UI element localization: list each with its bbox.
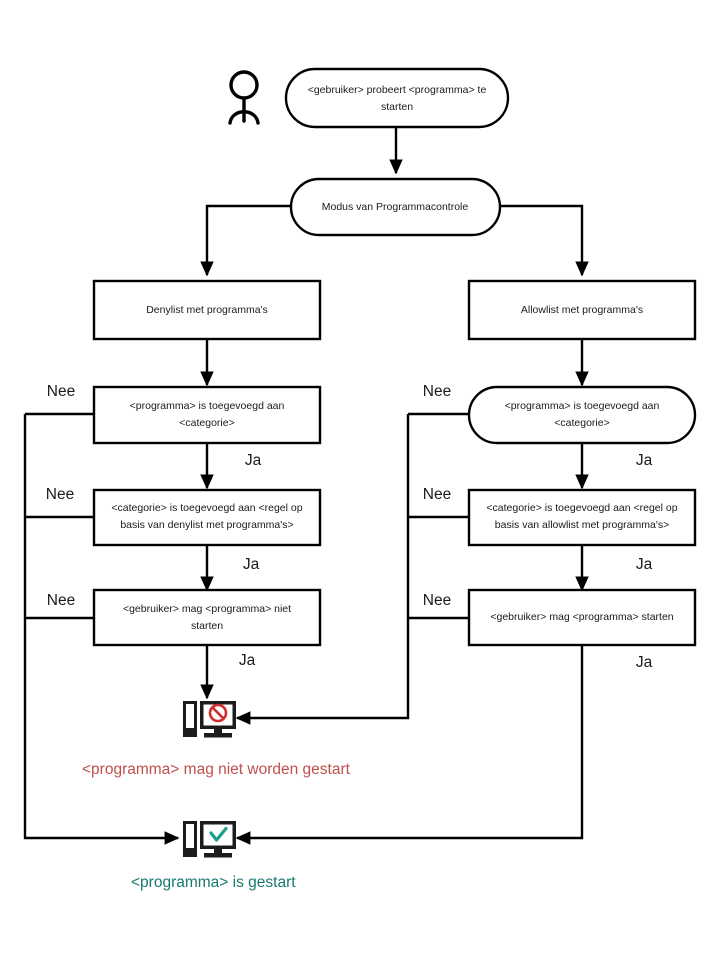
- edge-label-deny-no-2: Nee: [46, 486, 74, 503]
- node-allowlist-mode[interactable]: Allowlist met programma's: [467, 279, 697, 341]
- edge-label-deny-yes-1: Ja: [245, 452, 262, 469]
- node-deny-category-in-rule-line-2: basis van denylist met programma's>: [120, 519, 293, 531]
- edge-label-allow-no-3: Nee: [423, 592, 451, 609]
- edge-label-allow-no-2: Nee: [423, 486, 451, 503]
- node-deny-category-in-rule-line-1: <categorie> is toegevoegd aan <regel op: [111, 502, 302, 514]
- edge-label-deny-no-1: Nee: [47, 383, 75, 400]
- node-allow-category-in-rule[interactable]: <categorie> is toegevoegd aan <regel op …: [467, 488, 697, 547]
- node-allow-user-permission[interactable]: <gebruiker> mag <programma> starten: [467, 588, 697, 647]
- node-deny-program-in-category-line-1: <programma> is toegevoegd aan: [130, 400, 285, 412]
- edge-label-allow-no-1: Nee: [423, 383, 451, 400]
- node-allow-category-in-rule-line-2: basis van allowlist met programma's>: [495, 519, 669, 531]
- node-deny-user-permission-line-2: starten: [191, 620, 223, 632]
- caption-program-started: <programma> is gestart: [131, 874, 296, 891]
- node-deny-category-in-rule[interactable]: <categorie> is toegevoegd aan <regel op …: [92, 488, 322, 547]
- node-start-line-1: <gebruiker> probeert <programma> te: [308, 84, 487, 96]
- edge-mode-to-allowlist: [500, 204, 589, 277]
- node-allow-program-in-category-line-1: <programma> is toegevoegd aan: [505, 400, 660, 412]
- edge-allow-no-rail-to-blocked: [235, 414, 410, 725]
- node-deny-user-permission[interactable]: <gebruiker> mag <programma> niet starten: [92, 588, 322, 647]
- monitor-blocked-icon: [183, 701, 236, 738]
- node-denylist-mode[interactable]: Denylist met programma's: [92, 279, 322, 341]
- node-deny-user-permission-line-1: <gebruiker> mag <programma> niet: [123, 603, 291, 615]
- node-allow-program-in-category-line-2: <categorie>: [554, 417, 609, 429]
- node-mode[interactable]: Modus van Programmacontrole: [289, 177, 502, 237]
- edge-label-deny-yes-2: Ja: [243, 556, 260, 573]
- node-mode-label: Modus van Programmacontrole: [322, 201, 469, 213]
- edge-label-deny-yes-3: Ja: [239, 652, 256, 669]
- node-start[interactable]: <gebruiker> probeert <programma> te star…: [284, 67, 510, 129]
- monitor-check-icon: [183, 821, 236, 858]
- node-allowlist-mode-label: Allowlist met programma's: [521, 304, 643, 316]
- edge-label-allow-yes-3: Ja: [636, 654, 653, 671]
- node-denylist-mode-label: Denylist met programma's: [146, 304, 268, 316]
- node-allow-category-in-rule-line-1: <categorie> is toegevoegd aan <regel op: [486, 502, 677, 514]
- user-actor-icon: [228, 70, 260, 125]
- node-start-line-2: starten: [381, 101, 413, 113]
- edge-deny-no-rail-to-started: [23, 414, 180, 845]
- edge-label-allow-yes-1: Ja: [636, 452, 653, 469]
- node-deny-program-in-category-line-2: <categorie>: [179, 417, 234, 429]
- edge-label-allow-yes-2: Ja: [636, 556, 653, 573]
- edge-mode-to-denylist: [200, 204, 291, 277]
- edge-allow-yes-to-started: [235, 645, 584, 845]
- caption-program-blocked: <programma> mag niet worden gestart: [82, 761, 351, 778]
- node-allow-user-permission-label: <gebruiker> mag <programma> starten: [490, 611, 673, 623]
- node-deny-program-in-category[interactable]: <programma> is toegevoegd aan <categorie…: [92, 385, 322, 445]
- edge-label-deny-no-3: Nee: [47, 592, 75, 609]
- node-allow-program-in-category[interactable]: <programma> is toegevoegd aan <categorie…: [467, 385, 697, 445]
